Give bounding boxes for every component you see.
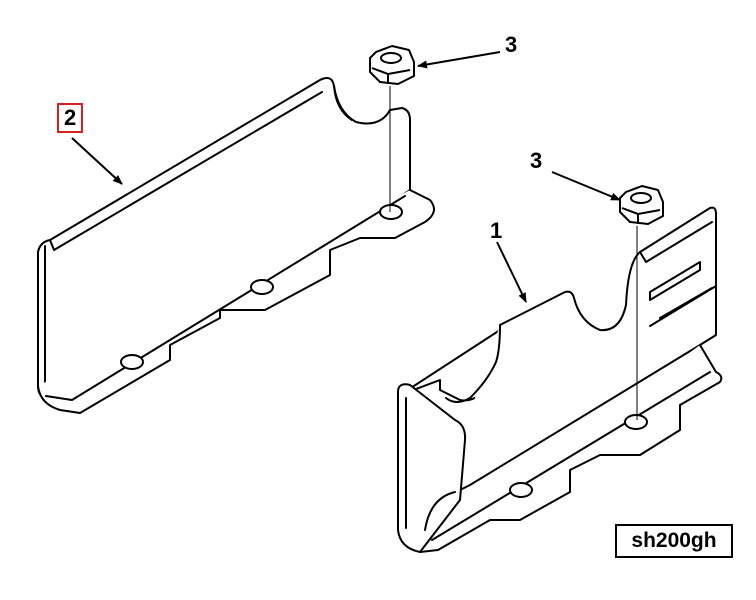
leader-3-right [551, 171, 621, 201]
bracket-part-1 [397, 206, 723, 553]
callout-label-3-right: 3 [530, 148, 543, 173]
hex-nut-right [619, 185, 664, 225]
reference-code-box: sh200gh [615, 524, 733, 558]
assembly-center-lines [389, 86, 638, 420]
bracket-part-2 [37, 77, 435, 414]
callout-leaders [71, 51, 621, 303]
callout-label-2: 2 [57, 103, 84, 133]
hex-nut-top [369, 45, 415, 85]
leader-3-top [417, 51, 501, 69]
callout-label-1: 1 [490, 218, 503, 243]
leader-2 [71, 137, 123, 185]
callout-label-3-top: 3 [505, 32, 518, 57]
leader-1 [496, 241, 527, 303]
